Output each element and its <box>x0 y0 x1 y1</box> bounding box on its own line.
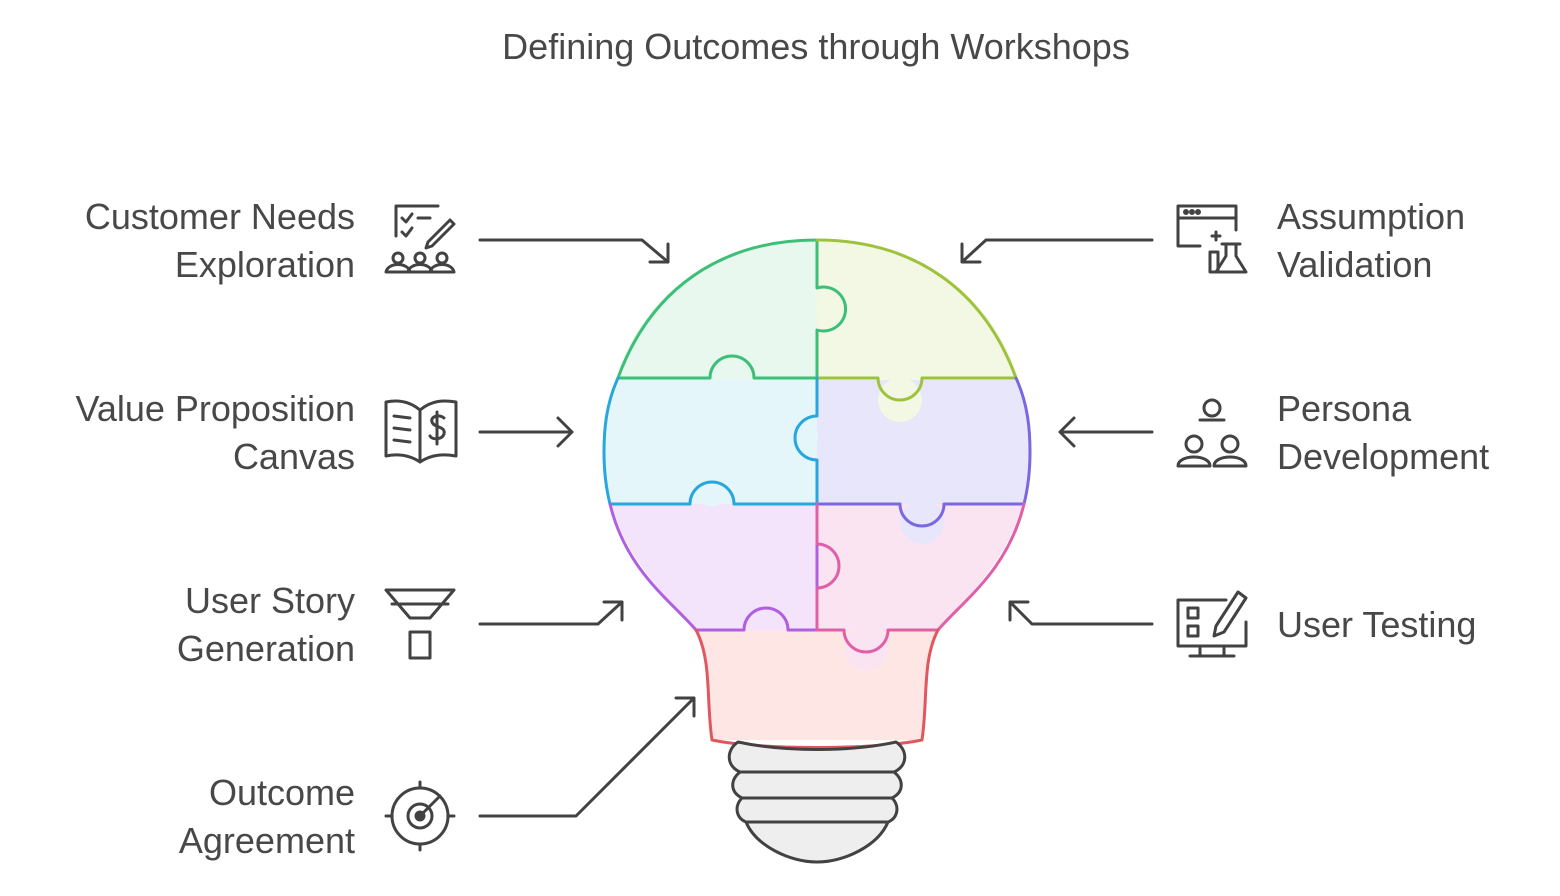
outline-red <box>694 628 940 749</box>
arrow-value-proposition <box>478 416 574 448</box>
book-dollar-icon <box>384 399 458 464</box>
outline-cyan <box>602 376 819 506</box>
arrow-assumption-validation <box>960 238 1154 264</box>
label-customer-needs-line1: Customer Needs <box>84 196 355 237</box>
knob-indigo-pink <box>900 500 944 544</box>
label-persona-development: Persona Development <box>1277 385 1489 481</box>
label-outcome-agreement-line1: Outcome <box>208 772 355 813</box>
browser-flask-icon <box>1176 204 1248 274</box>
zone-green <box>604 240 817 380</box>
knob-green-cyan <box>710 336 754 380</box>
outline-pink <box>815 502 1026 654</box>
label-customer-needs-line2: Exploration <box>174 244 355 285</box>
label-user-story: User Story Generation <box>177 577 355 673</box>
base-ring-1 <box>727 740 907 774</box>
zone-indigo <box>817 380 1030 504</box>
monitor-edit-icon <box>1176 590 1248 658</box>
arrow-user-testing <box>1008 600 1154 626</box>
arrow-persona-development <box>1058 416 1154 448</box>
label-assumption-validation-line1: Assumption <box>1277 196 1466 237</box>
bulb-base <box>727 740 907 864</box>
team-checklist-icon <box>384 204 456 274</box>
label-persona-development-line2: Development <box>1277 436 1490 477</box>
outline-indigo <box>815 376 1032 528</box>
outline-green-divider <box>815 238 848 380</box>
label-user-story-line1: User Story <box>184 580 355 621</box>
knob-pink-red <box>844 626 888 670</box>
base-ring-3 <box>735 796 899 824</box>
label-outcome-agreement-line2: Agreement <box>178 820 355 861</box>
label-assumption-validation-line2: Validation <box>1277 244 1433 285</box>
arrow-user-story <box>478 600 624 626</box>
outline-green <box>616 238 819 380</box>
label-assumption-validation: Assumption Validation <box>1277 193 1465 289</box>
arrow-customer-needs <box>478 238 670 264</box>
base-ring-2 <box>731 770 903 800</box>
people-group-icon <box>1176 398 1248 468</box>
label-value-proposition-line1: Value Proposition <box>75 388 355 429</box>
label-user-testing: User Testing <box>1277 601 1476 649</box>
label-customer-needs: Customer Needs Exploration <box>85 193 355 289</box>
label-outcome-agreement: Outcome Agreement <box>179 769 355 865</box>
arrow-outcome-agreement <box>478 696 696 818</box>
outline-purple <box>608 502 819 632</box>
zone-red <box>604 630 1030 740</box>
label-persona-development-line1: Persona <box>1277 388 1412 429</box>
label-user-story-line2: Generation <box>176 628 355 669</box>
label-value-proposition: Value Proposition Canvas <box>75 385 355 481</box>
page-title: Defining Outcomes through Workshops <box>502 26 1130 67</box>
knob-cyan-purple <box>690 462 734 506</box>
target-gauge-icon <box>384 780 456 852</box>
label-value-proposition-line2: Canvas <box>232 436 355 477</box>
outline-lime <box>815 238 1018 402</box>
funnel-icon <box>384 588 456 660</box>
label-user-testing-line1: User Testing <box>1277 604 1477 645</box>
base-tip <box>744 820 890 864</box>
knob-green-lime <box>816 286 860 330</box>
